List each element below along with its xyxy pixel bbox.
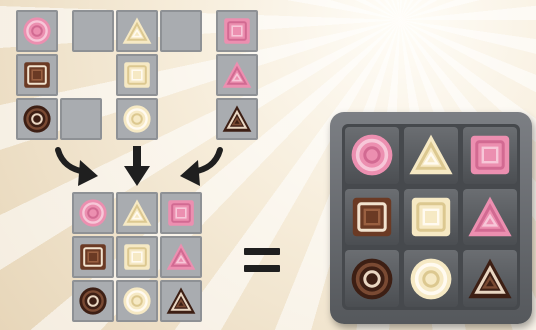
white-circle-chocolate: [116, 280, 158, 322]
white-triangle-chocolate: [116, 192, 158, 234]
white-square-chocolate: [404, 189, 458, 246]
result-grid: [72, 192, 202, 322]
dark-circle-chocolate: [345, 250, 399, 307]
dark-triangle-chocolate: [216, 98, 258, 140]
empty-slot: [72, 54, 114, 96]
equals-sign: [244, 248, 280, 274]
white-square-chocolate: [116, 54, 158, 96]
fragment-right[interactable]: [216, 10, 258, 140]
white-square-chocolate: [116, 236, 158, 278]
pink-triangle-chocolate: [463, 189, 517, 246]
fragment-middle[interactable]: [72, 10, 202, 140]
grid-cell: [72, 10, 114, 52]
brown-square-chocolate: [16, 54, 58, 96]
pink-square-chocolate: [160, 192, 202, 234]
empty-slot: [160, 98, 202, 140]
tray-grid: [342, 124, 520, 310]
dark-circle-chocolate: [72, 280, 114, 322]
empty-slot: [160, 54, 202, 96]
brown-square-chocolate: [72, 236, 114, 278]
chocolate-tray: [330, 112, 532, 324]
dark-triangle-chocolate: [160, 280, 202, 322]
white-circle-chocolate: [404, 250, 458, 307]
dark-triangle-chocolate: [463, 250, 517, 307]
pink-triangle-chocolate: [216, 54, 258, 96]
pink-square-chocolate: [216, 10, 258, 52]
brown-square-chocolate: [345, 189, 399, 246]
arrow-right: [176, 146, 226, 190]
white-triangle-chocolate: [404, 127, 458, 184]
white-circle-chocolate: [116, 98, 158, 140]
pink-circle-chocolate: [16, 10, 58, 52]
white-triangle-chocolate: [116, 10, 158, 52]
pink-triangle-chocolate: [160, 236, 202, 278]
grid-cell: [160, 10, 202, 52]
arrow-down: [122, 144, 152, 190]
arrow-left: [52, 146, 102, 190]
pink-circle-chocolate: [345, 127, 399, 184]
empty-slot: [72, 98, 114, 140]
dark-circle-chocolate: [16, 98, 58, 140]
pink-square-chocolate: [463, 127, 517, 184]
pink-circle-chocolate: [72, 192, 114, 234]
